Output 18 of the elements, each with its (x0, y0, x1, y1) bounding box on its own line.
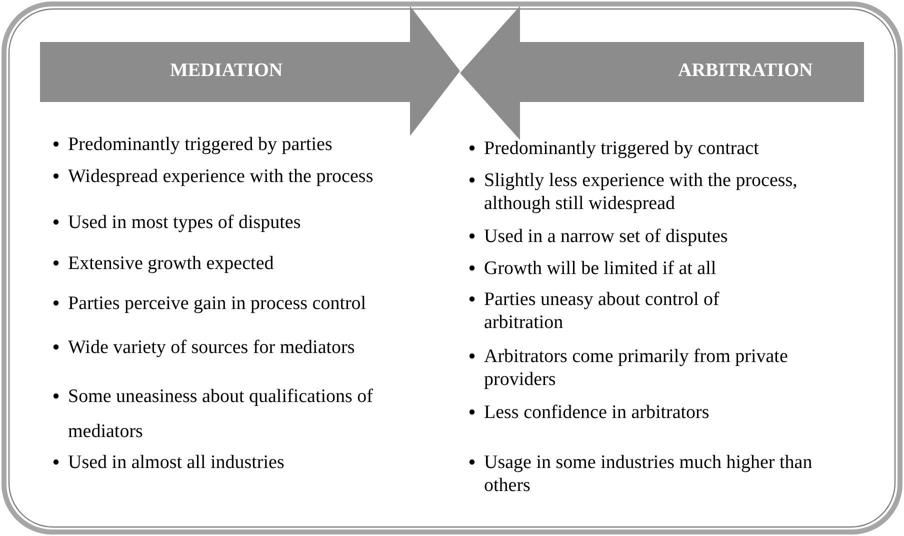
list-item-text: Predominantly triggered by contract (484, 138, 759, 159)
list-item-text: Less confidence in arbitrators (484, 402, 710, 423)
heading: MEDIATION (170, 60, 283, 82)
list-item-text: Growth will be limited if at all (484, 258, 716, 279)
list-item-text: Wide variety of sources for mediators (68, 337, 355, 358)
list-item-text: Parties uneasy about control of arbitration (484, 289, 720, 333)
list-item-text: Used in a narrow set of disputes (484, 226, 728, 247)
list-item-text: Predominantly triggered by parties (68, 134, 332, 155)
list-item-text: Usage in some industries much higher than others (484, 452, 812, 496)
list-item-text: Slightly less experience with the process, although still widespread (484, 170, 798, 214)
list-item-text: Widespread experience with the process (68, 166, 374, 187)
list-item-text: Parties perceive gain in process control (68, 293, 366, 314)
heading: ARBITRATION (678, 60, 813, 82)
list-item-text: Used in almost all industries (68, 452, 284, 473)
list-item-text: Arbitrators come primarily from private providers (484, 346, 788, 390)
list-item-text: Some uneasiness about qualifications of mediators (68, 386, 373, 442)
list-item-text: Used in most types of disputes (68, 212, 301, 233)
list-item-text: Extensive growth expected (68, 253, 274, 274)
